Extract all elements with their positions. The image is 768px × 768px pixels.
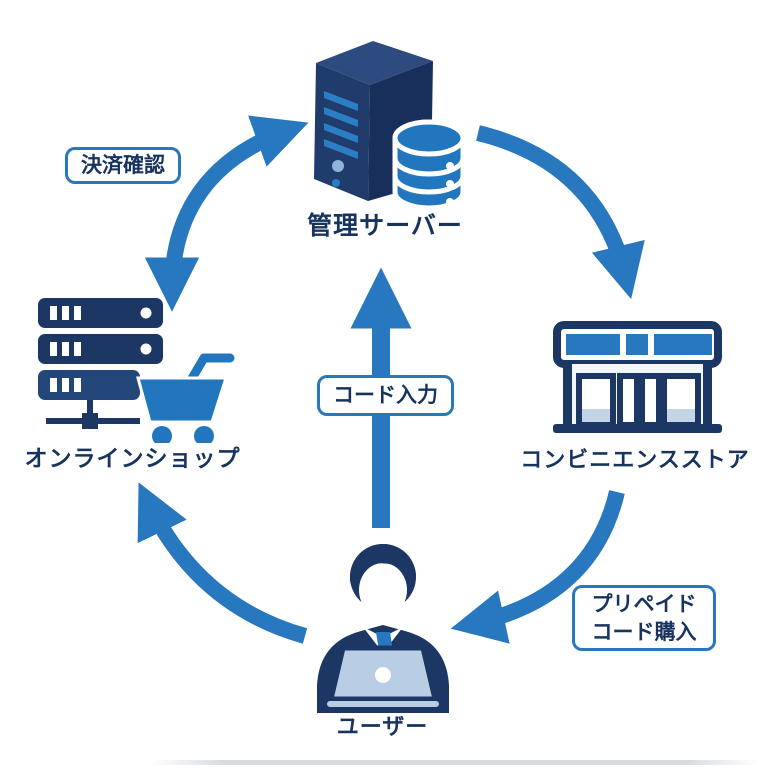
node-user: ユーザー <box>300 528 465 740</box>
node-convenience-store: コンビニエンスストア <box>520 312 750 473</box>
payment-confirm-label: 決済確認 <box>81 153 165 178</box>
database-cylinder <box>392 119 465 208</box>
laptop <box>322 645 443 711</box>
convenience-store-label: コンビニエンスストア <box>520 448 750 473</box>
prepaid-purchase-label-box: プリペイド コード購入 <box>572 585 716 651</box>
prepaid-purchase-label-line2: コード購入 <box>591 620 697 644</box>
payment-confirm-label-box: 決済確認 <box>65 147 181 184</box>
node-online-shop: オンラインショップ <box>25 298 240 472</box>
server-tower <box>313 41 433 201</box>
floor-shadow <box>150 760 760 765</box>
code-input-label: コード入力 <box>333 383 438 408</box>
arrow-user-to-shop <box>137 482 308 644</box>
network-lines <box>45 400 140 429</box>
prepaid-purchase-label-line1: プリペイド <box>591 591 697 616</box>
code-input-label-box: コード入力 <box>317 375 454 416</box>
store-awning <box>553 321 722 368</box>
user-label: ユーザー <box>336 715 429 740</box>
shopping-cart <box>135 353 234 443</box>
server-database-icon <box>313 41 465 208</box>
store-body <box>553 364 722 433</box>
arrow-server-to-store <box>476 125 645 300</box>
arrow-prepaid-purchase <box>450 490 625 644</box>
online-shop-label: オンラインショップ <box>24 446 241 472</box>
node-management-server: 管理サーバー <box>290 33 480 240</box>
convenience-store-icon <box>553 321 722 433</box>
management-server-label: 管理サーバー <box>307 211 463 240</box>
arrow-payment-confirm <box>144 115 309 312</box>
user-laptop-icon <box>316 544 449 713</box>
server-cart-icon <box>37 298 234 443</box>
server-racks <box>37 298 163 400</box>
